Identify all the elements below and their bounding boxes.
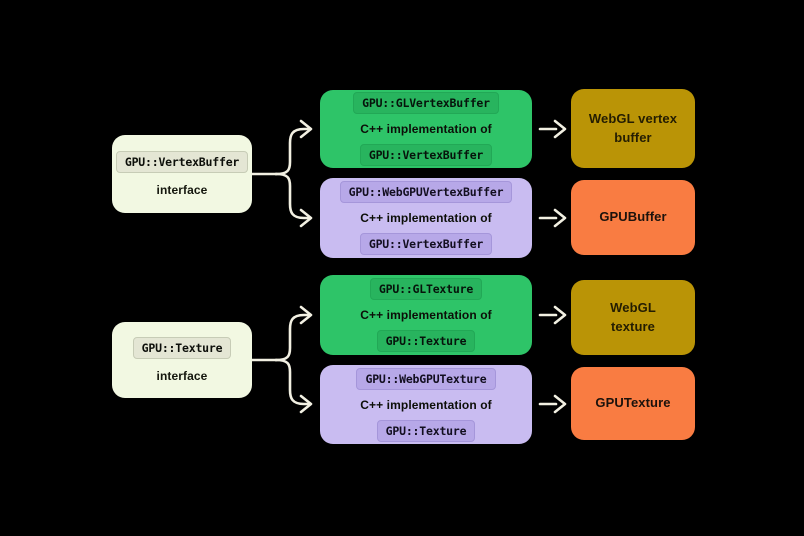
impl-box-webgpu-texture: GPU::WebGPUTexture C++ implementation of… xyxy=(320,365,532,444)
output-arrow-webgl-vertex-buffer xyxy=(538,119,567,139)
output-arrow-webgl-texture xyxy=(538,305,567,325)
output-label: WebGL texture xyxy=(610,300,656,334)
code-chip: GPU::GLVertexBuffer xyxy=(353,92,499,114)
output-label: GPUTexture xyxy=(595,395,671,411)
code-chip: GPU::Texture xyxy=(132,337,232,359)
code-chip: GPU::Texture xyxy=(376,419,476,442)
code-chip: GPU::WebGPUTexture xyxy=(356,367,496,390)
output-label: WebGL vertex buffer xyxy=(588,111,678,145)
implementation-caption: C++ implementation of xyxy=(360,397,492,412)
code-chip: GPU::Texture xyxy=(376,330,476,352)
implementation-caption: C++ implementation of xyxy=(360,211,492,225)
code-chip: GPU::WebGPUVertexBuffer xyxy=(339,181,513,203)
impl-box-webgpu-vertexbuffer: GPU::WebGPUVertexBuffer C++ implementati… xyxy=(320,178,532,258)
output-arrow-gputexture xyxy=(538,394,567,414)
interface-box-texture: GPU::Texture interface xyxy=(112,322,252,398)
interface-label: interface xyxy=(156,369,208,383)
impl-box-gl-vertexbuffer: GPU::GLVertexBuffer C++ implementation o… xyxy=(320,90,532,168)
branch-arrow-texture xyxy=(250,305,313,414)
output-label: GPUBuffer xyxy=(599,209,667,225)
code-chip: GPU::VertexBuffer xyxy=(359,144,493,166)
implementation-caption: C++ implementation of xyxy=(360,122,492,136)
code-chip: GPU::VertexBuffer xyxy=(115,151,249,173)
output-arrow-gpubuffer xyxy=(538,208,567,228)
impl-box-gl-texture: GPU::GLTexture C++ implementation of GPU… xyxy=(320,275,532,355)
code-chip: GPU::VertexBuffer xyxy=(359,233,493,255)
interface-box-vertexbuffer: GPU::VertexBuffer interface xyxy=(112,135,252,213)
implementation-caption: C++ implementation of xyxy=(360,308,492,322)
output-box-gputexture: GPUTexture xyxy=(571,367,695,440)
output-box-webgl-texture: WebGL texture xyxy=(571,280,695,355)
branch-arrow-vertexbuffer xyxy=(250,119,313,228)
interface-label: interface xyxy=(156,183,208,197)
output-box-gpubuffer: GPUBuffer xyxy=(571,180,695,255)
output-box-webgl-vertex-buffer: WebGL vertex buffer xyxy=(571,89,695,168)
code-chip: GPU::GLTexture xyxy=(369,278,483,300)
